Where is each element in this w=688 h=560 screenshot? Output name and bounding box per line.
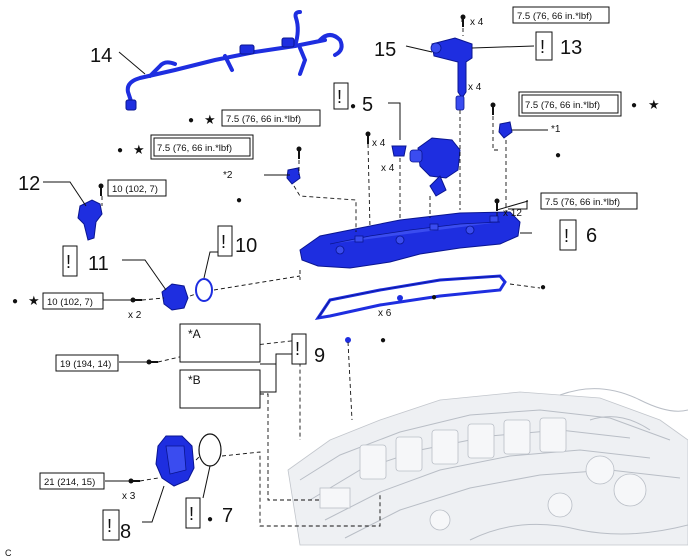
qty-5b: x 4 xyxy=(381,163,395,174)
torque-spec-star1: 7.5 (76, 66 in.*lbf) xyxy=(518,91,622,117)
bracket-part xyxy=(77,199,103,241)
qty-15: x 4 xyxy=(468,82,482,93)
figure-code: C xyxy=(5,548,12,558)
qty-11: x 2 xyxy=(128,310,142,321)
oil-filler-cap-part xyxy=(391,145,407,157)
callout-12: 12 xyxy=(18,173,40,195)
dot-marker: ● xyxy=(188,115,194,126)
svg-text:!: ! xyxy=(540,37,545,57)
dot-marker: ● xyxy=(207,514,213,525)
callout-14: 14 xyxy=(90,45,112,67)
caution-9-icon: ! xyxy=(291,333,307,365)
star-marker: ★ xyxy=(204,112,216,127)
svg-text:7.5 (76, 66 in.*lbf): 7.5 (76, 66 in.*lbf) xyxy=(545,197,620,208)
callout-9: 9 xyxy=(314,345,325,367)
svg-text:10 (102, 7): 10 (102, 7) xyxy=(47,297,93,308)
engine-block-illustration xyxy=(287,388,688,546)
callout-15: 15 xyxy=(374,39,396,61)
svg-text:7.5 (76, 66 in.*lbf): 7.5 (76, 66 in.*lbf) xyxy=(517,11,592,22)
callout-5: 5 xyxy=(362,94,373,116)
qty-8: x 3 xyxy=(122,491,136,502)
callout-labels: 14 15 13 5 6 12 11 10 9 8 7 xyxy=(18,37,597,543)
svg-text:!: ! xyxy=(295,339,300,359)
wire-harness-part xyxy=(125,10,344,111)
svg-text:7.5 (76, 66 in.*lbf): 7.5 (76, 66 in.*lbf) xyxy=(525,100,600,111)
timing-cover-part xyxy=(161,283,189,311)
label-star-a: *A xyxy=(188,327,201,341)
svg-text:7.5 (76, 66 in.*lbf): 7.5 (76, 66 in.*lbf) xyxy=(157,143,232,154)
dot-marker: ● xyxy=(555,150,561,161)
leader-lines xyxy=(43,16,548,523)
sensor-group-boxes: *A *B xyxy=(179,323,261,409)
svg-text:!: ! xyxy=(107,516,112,536)
callout-13: 13 xyxy=(560,37,582,59)
sensor-star2-part xyxy=(286,167,301,185)
svg-text:!: ! xyxy=(564,226,569,246)
caution-8-icon: ! xyxy=(102,509,120,541)
torque-spec-star2: 7.5 (76, 66 in.*lbf) xyxy=(150,134,254,160)
marker-symbols: ● ● ★ ● ★ ● ★ ● ● ● ● ● ● ★ ● xyxy=(12,97,660,525)
svg-text:10 (102, 7): 10 (102, 7) xyxy=(112,184,158,195)
qty-6: x 12 xyxy=(503,208,522,219)
qty-13: x 4 xyxy=(470,17,484,28)
qty-5a: x 4 xyxy=(372,138,386,149)
dot-marker: ● xyxy=(236,195,242,206)
dot-marker: ● xyxy=(540,282,546,293)
head-cover-gasket-part xyxy=(314,274,507,343)
torque-spec-6: 7.5 (76, 66 in.*lbf) xyxy=(540,192,638,210)
callout-10: 10 xyxy=(235,235,257,257)
sensor-star1-part xyxy=(498,121,513,139)
solenoid-valve-part xyxy=(409,137,461,197)
caution-6-icon: ! xyxy=(559,219,577,251)
o-ring-part xyxy=(195,278,213,302)
torque-spec-8: 21 (214, 15) xyxy=(39,472,105,490)
bolt-symbols xyxy=(98,14,500,484)
torque-spec-5: 7.5 (76, 66 in.*lbf) xyxy=(221,109,321,127)
torque-spec-13: 7.5 (76, 66 in.*lbf) xyxy=(512,6,610,24)
dot-marker: ● xyxy=(117,145,123,156)
caution-10-icon: ! xyxy=(217,225,233,257)
callout-8: 8 xyxy=(120,521,131,543)
caution-13-icon: ! xyxy=(535,31,553,61)
ignition-coil-part xyxy=(430,37,473,111)
svg-text:!: ! xyxy=(337,87,342,107)
torque-spec-12: 10 (102, 7) xyxy=(107,179,167,197)
callout-11: 11 xyxy=(88,253,109,275)
torque-spec-11: 10 (102, 7) xyxy=(42,292,104,310)
star-marker: ★ xyxy=(648,97,660,112)
callout-6: 6 xyxy=(586,225,597,247)
qty-gasket: x 6 xyxy=(378,308,392,319)
caution-11-icon: ! xyxy=(62,245,78,277)
svg-text:!: ! xyxy=(66,252,71,272)
svg-text:19 (194, 14): 19 (194, 14) xyxy=(60,359,111,370)
callout-7: 7 xyxy=(222,505,233,527)
svg-text:21 (214, 15): 21 (214, 15) xyxy=(44,477,95,488)
torque-spec-boxes: 7.5 (76, 66 in.*lbf) 7.5 (76, 66 in.*lbf… xyxy=(39,6,638,490)
svg-text:7.5 (76, 66 in.*lbf): 7.5 (76, 66 in.*lbf) xyxy=(226,114,301,125)
star-marker: ★ xyxy=(133,142,145,157)
label-star-2: *2 xyxy=(223,170,233,181)
svg-text:!: ! xyxy=(189,504,194,524)
dot-marker: ● xyxy=(380,335,386,346)
caution-boxes: ! ! ! ! ! ! ! ! xyxy=(62,31,577,541)
label-star-b: *B xyxy=(188,373,201,387)
caution-7-icon: ! xyxy=(185,497,201,529)
label-star-1: *1 xyxy=(551,124,561,135)
dot-marker: ● xyxy=(350,101,356,112)
quantity-labels: x 4 x 4 x 4 x 4 x 12 x 2 x 6 x 3 xyxy=(122,17,522,502)
svg-text:!: ! xyxy=(221,232,226,252)
cylinder-head-cover-part xyxy=(299,211,521,269)
dot-marker: ● xyxy=(631,100,637,111)
housing-gasket-part xyxy=(198,433,222,467)
caution-5-icon: ! xyxy=(333,82,349,110)
water-inlet-housing-part xyxy=(155,435,195,487)
torque-spec-9: 19 (194, 14) xyxy=(55,354,119,372)
dot-marker: ● xyxy=(431,292,437,303)
star-marker: ★ xyxy=(28,293,40,308)
dot-marker: ● xyxy=(12,296,18,307)
